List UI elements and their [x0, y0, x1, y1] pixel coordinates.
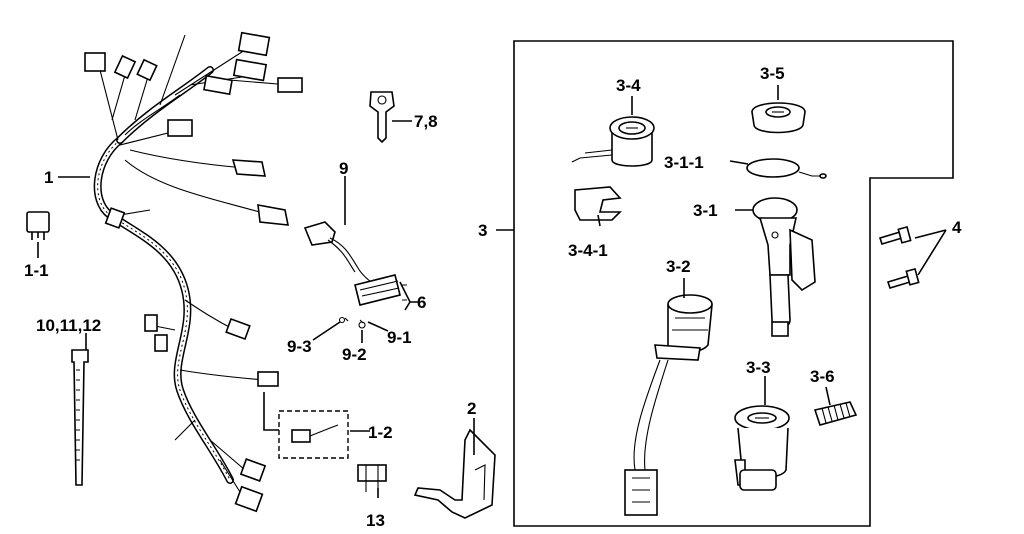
- label-3-1-1: 3-1-1: [664, 153, 704, 172]
- label-2: 2: [467, 399, 476, 418]
- gasket-icon: [746, 158, 827, 179]
- label-3-4: 3-4: [616, 76, 641, 95]
- label-1: 1: [44, 168, 53, 187]
- key-icon: [369, 91, 395, 144]
- terminal-icon: [357, 464, 387, 492]
- sub-harness-icon: [303, 221, 407, 329]
- label-10-11-12: 10,11,12: [36, 316, 101, 335]
- wire-harness: [84, 31, 303, 513]
- bolts-icon: [878, 225, 920, 289]
- label-9: 9: [339, 159, 348, 178]
- part-1-2-detail: [263, 392, 349, 459]
- ignition-cylinder-icon: [571, 116, 655, 167]
- group-3-outline: [513, 40, 954, 527]
- bracket-icon: [413, 428, 496, 519]
- label-9-3: 9-3: [287, 337, 312, 356]
- leader-lines: [37, 85, 947, 498]
- label-6: 6: [417, 293, 426, 312]
- seat-lock-icon: [734, 405, 790, 491]
- cable-tie-icon: [71, 349, 89, 486]
- spring-icon: [813, 401, 858, 426]
- label-3-3: 3-3: [746, 358, 771, 377]
- part-labels: 1 1-1 10,11,12 1-2 7,8 9 6 9-3 9-2 9-1 2…: [24, 64, 962, 530]
- label-3-1: 3-1: [693, 201, 718, 220]
- label-7-8: 7,8: [414, 112, 438, 131]
- label-4: 4: [952, 218, 962, 237]
- label-3-2: 3-2: [666, 257, 691, 276]
- relay-icon: [26, 211, 50, 240]
- label-9-1: 9-1: [387, 328, 412, 347]
- label-1-2: 1-2: [368, 423, 393, 442]
- label-3-5: 3-5: [760, 64, 785, 83]
- lock-assembly-icon: [752, 197, 816, 337]
- label-9-2: 9-2: [342, 345, 367, 364]
- clip-icon: [574, 186, 622, 221]
- switch-icon: [624, 294, 713, 516]
- label-13: 13: [366, 511, 385, 530]
- label-3-6: 3-6: [810, 367, 835, 386]
- label-3: 3: [478, 221, 487, 240]
- cap-icon: [751, 102, 806, 134]
- label-1-1: 1-1: [24, 261, 49, 280]
- label-3-4-1: 3-4-1: [568, 241, 608, 260]
